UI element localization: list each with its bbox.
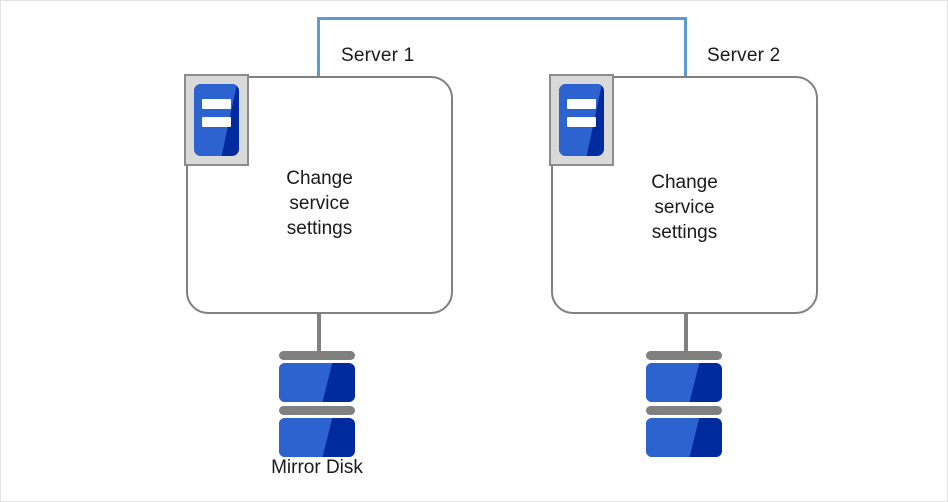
interconnect-left-segment bbox=[317, 17, 320, 77]
server-2-disk-stack-icon bbox=[646, 351, 722, 461]
server-icon-bar-bottom bbox=[567, 117, 596, 127]
disk-block-lower bbox=[279, 418, 355, 457]
server-2-body-line-3: settings bbox=[651, 222, 718, 243]
server-icon bbox=[549, 74, 614, 166]
server-icon-bar-bottom bbox=[202, 117, 231, 127]
server-1-body-line-3: settings bbox=[286, 218, 353, 239]
disk-plate-top bbox=[279, 351, 355, 360]
server-1-body-line-2: service bbox=[289, 193, 350, 214]
interconnect-top-segment bbox=[317, 17, 687, 20]
server-1-disk-stack-icon: Mirror Disk bbox=[271, 351, 363, 478]
server-1-body-text: Change service settings bbox=[188, 166, 451, 241]
server-1-label: Server 1 bbox=[341, 45, 415, 66]
server-2-box: Change service settings bbox=[551, 76, 818, 314]
server-2-disk-connector bbox=[684, 312, 688, 356]
disk-plate-middle bbox=[279, 406, 355, 415]
mirror-disk-label: Mirror Disk bbox=[271, 457, 363, 478]
disk-block-lower bbox=[646, 418, 722, 457]
server-2-body-text: Change service settings bbox=[553, 170, 816, 245]
server-2-body-line-1: Change bbox=[651, 172, 718, 193]
server-2-body-line-2: service bbox=[654, 197, 715, 218]
server-icon-body bbox=[194, 84, 239, 156]
server-icon bbox=[184, 74, 249, 166]
server-icon-bar-top bbox=[567, 99, 596, 109]
disk-block-upper bbox=[646, 363, 722, 402]
disk-plate-top bbox=[646, 351, 722, 360]
server-icon-body bbox=[559, 84, 604, 156]
server-1-disk-connector bbox=[317, 312, 321, 356]
server-1-body-line-1: Change bbox=[286, 168, 353, 189]
server-2-label: Server 2 bbox=[707, 45, 781, 66]
server-icon-bar-top bbox=[202, 99, 231, 109]
disk-plate-middle bbox=[646, 406, 722, 415]
interconnect-right-segment bbox=[684, 17, 687, 77]
disk-block-upper bbox=[279, 363, 355, 402]
